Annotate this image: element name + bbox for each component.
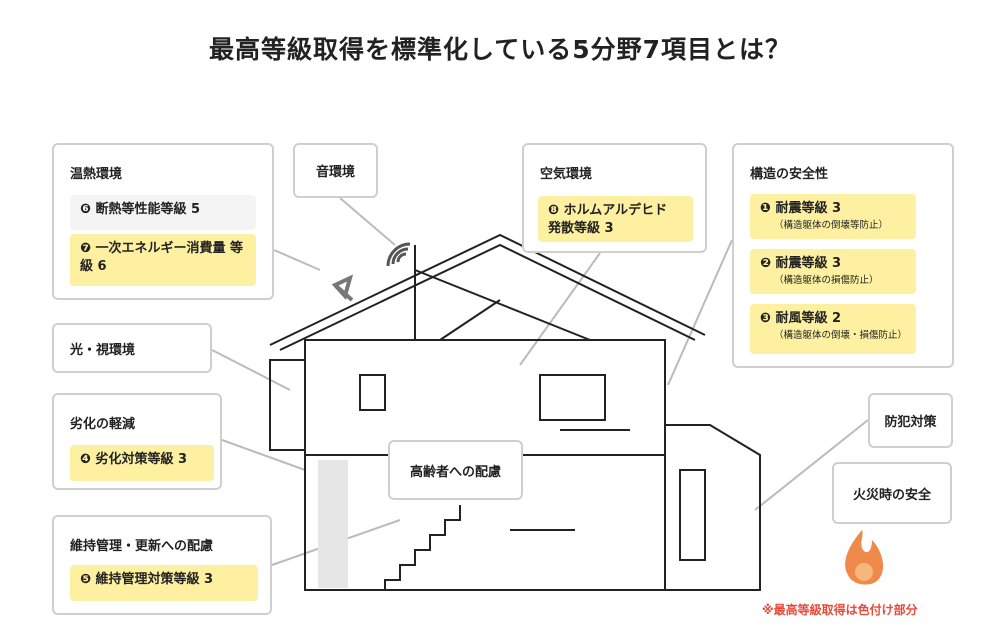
sound-environment-panel: 音環境	[293, 143, 378, 198]
degradation-heading: 劣化の軽減	[70, 417, 136, 432]
item-label: ❷ 耐震等級 3	[760, 256, 842, 271]
fire-heading: 火災時の安全	[852, 487, 931, 503]
formaldehyde-grade-item: ❽ ホルムアルデヒド 発散等級 3	[538, 196, 693, 242]
page-title: 最高等級取得を標準化している5分野7項目とは？	[208, 35, 792, 64]
security-heading: 防犯対策	[884, 415, 937, 430]
light-heading: 光・視環境	[70, 342, 136, 358]
air-heading: 空気環境	[540, 167, 593, 182]
sound-heading: 音環境	[315, 165, 355, 180]
crime-prevention-panel: 防犯対策	[868, 393, 953, 448]
elderly-heading: 高齢者への配慮	[409, 464, 501, 480]
item-sub: （構造躯体の損傷防止）	[774, 275, 879, 286]
air-environment-panel: 空気環境 ❽ ホルムアルデヒド 発散等級 3	[522, 143, 707, 253]
thermal-environment-panel: 温熱環境 ❻ 断熱等性能等級 5 ❼ 一次エネルギー消費量 等級 6	[52, 143, 274, 300]
brick-wall	[318, 460, 348, 588]
seismic-grade-damage-item: ❷ 耐震等級 3 （構造躯体の損傷防止）	[750, 249, 916, 294]
maintenance-heading: 維持管理・更新への配慮	[70, 539, 214, 554]
thermal-heading: 温熱環境	[70, 167, 123, 182]
item-sub: （構造躯体の倒壊等防止）	[774, 220, 889, 231]
fire-icon	[845, 530, 884, 585]
item-label: ❶ 耐震等級 3	[760, 201, 842, 216]
item-sub: （構造躯体の倒壊・損傷防止）	[774, 330, 908, 341]
seismic-grade-collapse-item: ❶ 耐震等級 3 （構造躯体の倒壊等防止）	[750, 194, 916, 239]
degradation-grade-item: ❹ 劣化対策等級 3	[70, 445, 214, 481]
fire-safety-panel: 火災時の安全	[832, 462, 952, 524]
maintenance-grade-item: ❺ 維持管理対策等級 3	[70, 565, 258, 601]
highlight-note: ※最高等級取得は色付け部分	[762, 603, 918, 617]
sound-waves-icon	[386, 242, 411, 267]
structure-heading: 構造の安全性	[750, 167, 829, 182]
energy-grade-item: ❼ 一次エネルギー消費量 等級 6	[70, 234, 256, 286]
wind-grade-item: ❸ 耐風等級 2 （構造躯体の倒壊・損傷防止）	[750, 304, 916, 354]
connector-lines	[211, 197, 869, 566]
maintenance-panel: 維持管理・更新への配慮 ❺ 維持管理対策等級 3	[52, 515, 272, 615]
elderly-consideration-panel: 高齢者への配慮	[388, 440, 523, 500]
light-environment-panel: 光・視環境	[52, 323, 212, 373]
airflow-arrow-icon	[331, 274, 354, 302]
insulation-grade-item: ❻ 断熱等性能等級 5	[70, 195, 256, 230]
degradation-panel: 劣化の軽減 ❹ 劣化対策等級 3	[52, 393, 222, 490]
structural-safety-panel: 構造の安全性 ❶ 耐震等級 3 （構造躯体の倒壊等防止） ❷ 耐震等級 3 （構造躯…	[732, 143, 954, 368]
item-label: ❸ 耐風等級 2	[760, 311, 842, 326]
